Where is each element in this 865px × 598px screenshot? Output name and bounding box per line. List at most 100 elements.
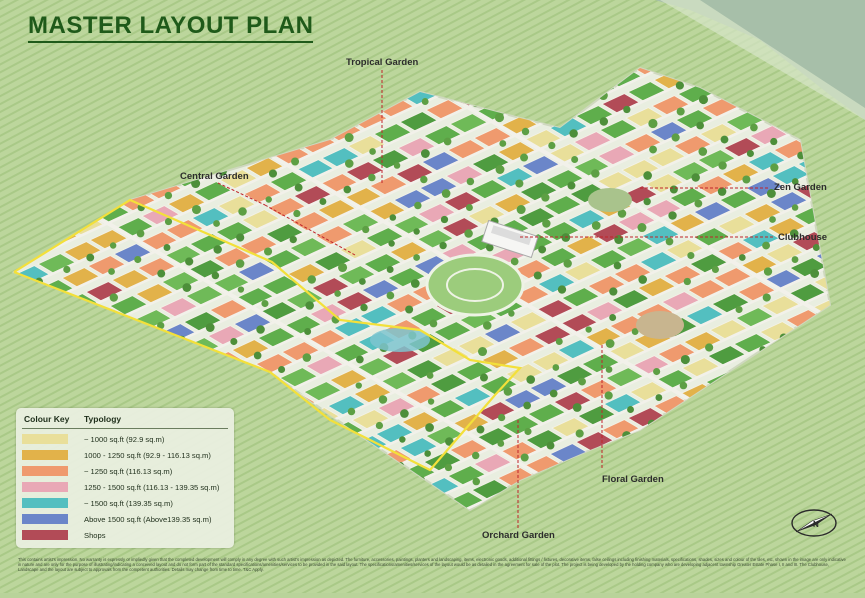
tree: [444, 463, 453, 472]
tree: [671, 133, 680, 142]
tree: [307, 275, 316, 284]
legend-label: Above 1500 sq.ft (Above139.35 sq.m): [84, 515, 212, 524]
tree: [164, 217, 173, 226]
tree: [293, 209, 301, 218]
tree: [414, 201, 422, 210]
tree: [676, 107, 685, 116]
road: [191, 68, 830, 437]
tree: [291, 157, 300, 166]
tree: [213, 220, 220, 227]
legend-row: ~ 1500 sq.ft (139.35 sq.m): [22, 498, 232, 510]
tree: [164, 191, 173, 200]
tree: [400, 409, 409, 418]
tree: [617, 209, 627, 218]
tree: [413, 254, 421, 261]
tree: [538, 245, 547, 254]
tree: [235, 259, 245, 268]
floral-garden: [636, 311, 684, 339]
legend-label: 1000 - 1250 sq.ft (92.9 - 116.13 sq.m): [84, 451, 211, 460]
tree: [420, 149, 430, 158]
page-title: MASTER LAYOUT PLAN: [28, 12, 314, 43]
tree: [742, 175, 751, 184]
tree: [393, 162, 401, 169]
road: [119, 68, 830, 395]
tree: [585, 326, 592, 333]
tree: [334, 290, 341, 297]
tree: [549, 389, 558, 398]
tree: [763, 267, 773, 276]
tree: [683, 277, 691, 286]
legend-swatch: [22, 450, 68, 460]
tree: [655, 394, 663, 401]
tree: [503, 387, 513, 396]
road: [14, 68, 830, 311]
tree: [378, 395, 388, 404]
tree: [567, 181, 576, 190]
tree: [717, 187, 727, 196]
tree: [578, 377, 586, 386]
tree: [750, 123, 758, 132]
tree: [369, 148, 376, 155]
tree: [687, 251, 695, 260]
tree: [557, 285, 567, 294]
tree: [669, 185, 678, 194]
tree: [413, 228, 420, 235]
central-garden-path: [446, 268, 504, 302]
river: [655, 0, 865, 120]
tree: [482, 321, 492, 330]
tree: [665, 237, 674, 246]
tree: [572, 403, 582, 412]
tree: [680, 354, 690, 365]
tree: [524, 427, 532, 436]
tree: [668, 211, 677, 220]
tree: [735, 305, 743, 314]
tree: [427, 398, 435, 405]
legend-row: Above 1500 sq.ft (Above139.35 sq.m): [22, 514, 232, 526]
tree: [623, 105, 631, 114]
legend-row: ~ 1000 sq.ft (92.9 sq.m): [22, 434, 232, 446]
tree: [770, 137, 778, 146]
tree: [344, 159, 354, 168]
tree: [696, 121, 704, 130]
tree: [344, 133, 354, 143]
tree: [569, 129, 578, 138]
road: [95, 68, 830, 381]
plot-block: [629, 68, 669, 76]
tree: [441, 189, 451, 198]
tree: [253, 351, 262, 360]
tree: [420, 175, 428, 184]
tree: [637, 223, 647, 233]
road: [263, 68, 830, 479]
road: [47, 68, 830, 353]
tree: [691, 173, 700, 182]
legend-row: ~ 1250 sq.ft (116.13 sq.m): [22, 466, 232, 478]
tree: [465, 204, 473, 211]
tree: [810, 269, 820, 278]
tree: [515, 179, 524, 188]
tree: [614, 235, 624, 245]
tree: [479, 373, 488, 382]
tree: [516, 204, 526, 215]
tree: [495, 165, 505, 174]
tree: [405, 305, 414, 314]
tree: [575, 429, 584, 438]
legend-swatch: [22, 466, 68, 476]
tree: [426, 372, 434, 379]
tree: [356, 355, 364, 364]
legend-label: ~ 1250 sq.ft (116.13 sq.m): [84, 467, 173, 476]
svg-text:N: N: [813, 520, 819, 529]
tree: [185, 257, 194, 266]
tree: [136, 229, 145, 238]
tree: [471, 451, 480, 460]
tree: [63, 265, 71, 274]
tree: [355, 382, 362, 389]
tree: [443, 137, 452, 146]
road: [239, 68, 830, 465]
tree: [563, 259, 572, 268]
legend: Colour Key Typology ~ 1000 sq.ft (92.9 s…: [16, 408, 234, 548]
legend-swatch: [22, 482, 68, 492]
tree: [261, 299, 269, 308]
callout-zen-garden: Zen Garden: [774, 182, 827, 193]
tree: [191, 204, 202, 215]
